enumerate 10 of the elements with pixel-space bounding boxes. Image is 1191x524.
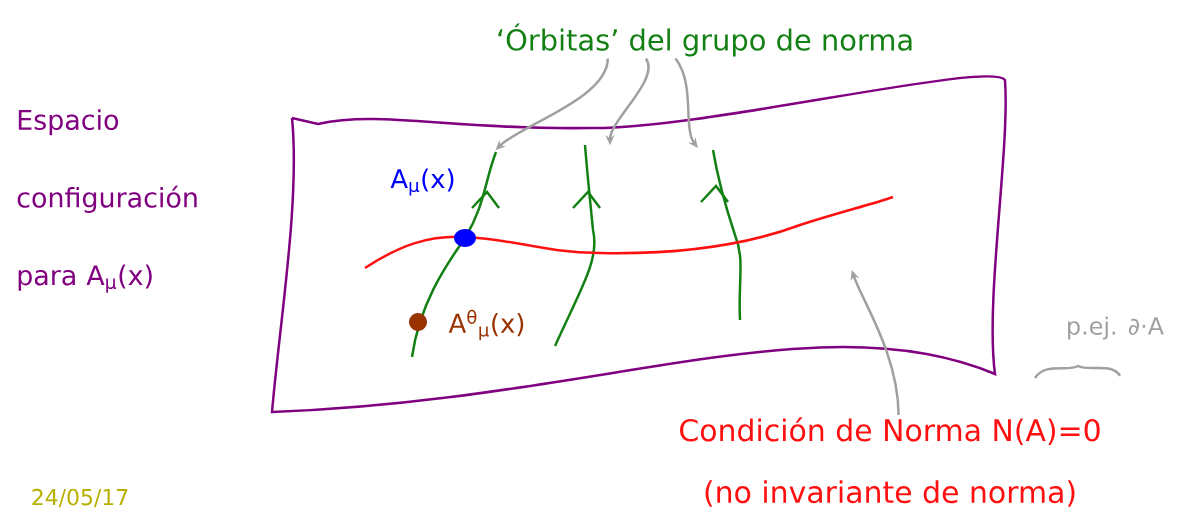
gauge-condition-curve <box>364 195 894 270</box>
point-label: A$_{μ}$(x) <box>390 168 454 196</box>
annotation-text: Condición de Norma N(A)=0 (no invariante de norma) <box>680 417 1100 507</box>
date-label: 24/05/17 <box>32 488 128 508</box>
annotation-text: ‘Órbitas’ del grupo de norma <box>498 23 912 57</box>
orbit-curve <box>700 149 742 321</box>
side-label: Espacio configuración para A$_{μ}$(x) <box>17 109 197 293</box>
orbit-curve <box>553 144 601 347</box>
note-label: p.ej. ∂·A <box>1068 316 1164 340</box>
point-label: A$^{θ}$$_{μ}$(x) <box>448 309 524 341</box>
